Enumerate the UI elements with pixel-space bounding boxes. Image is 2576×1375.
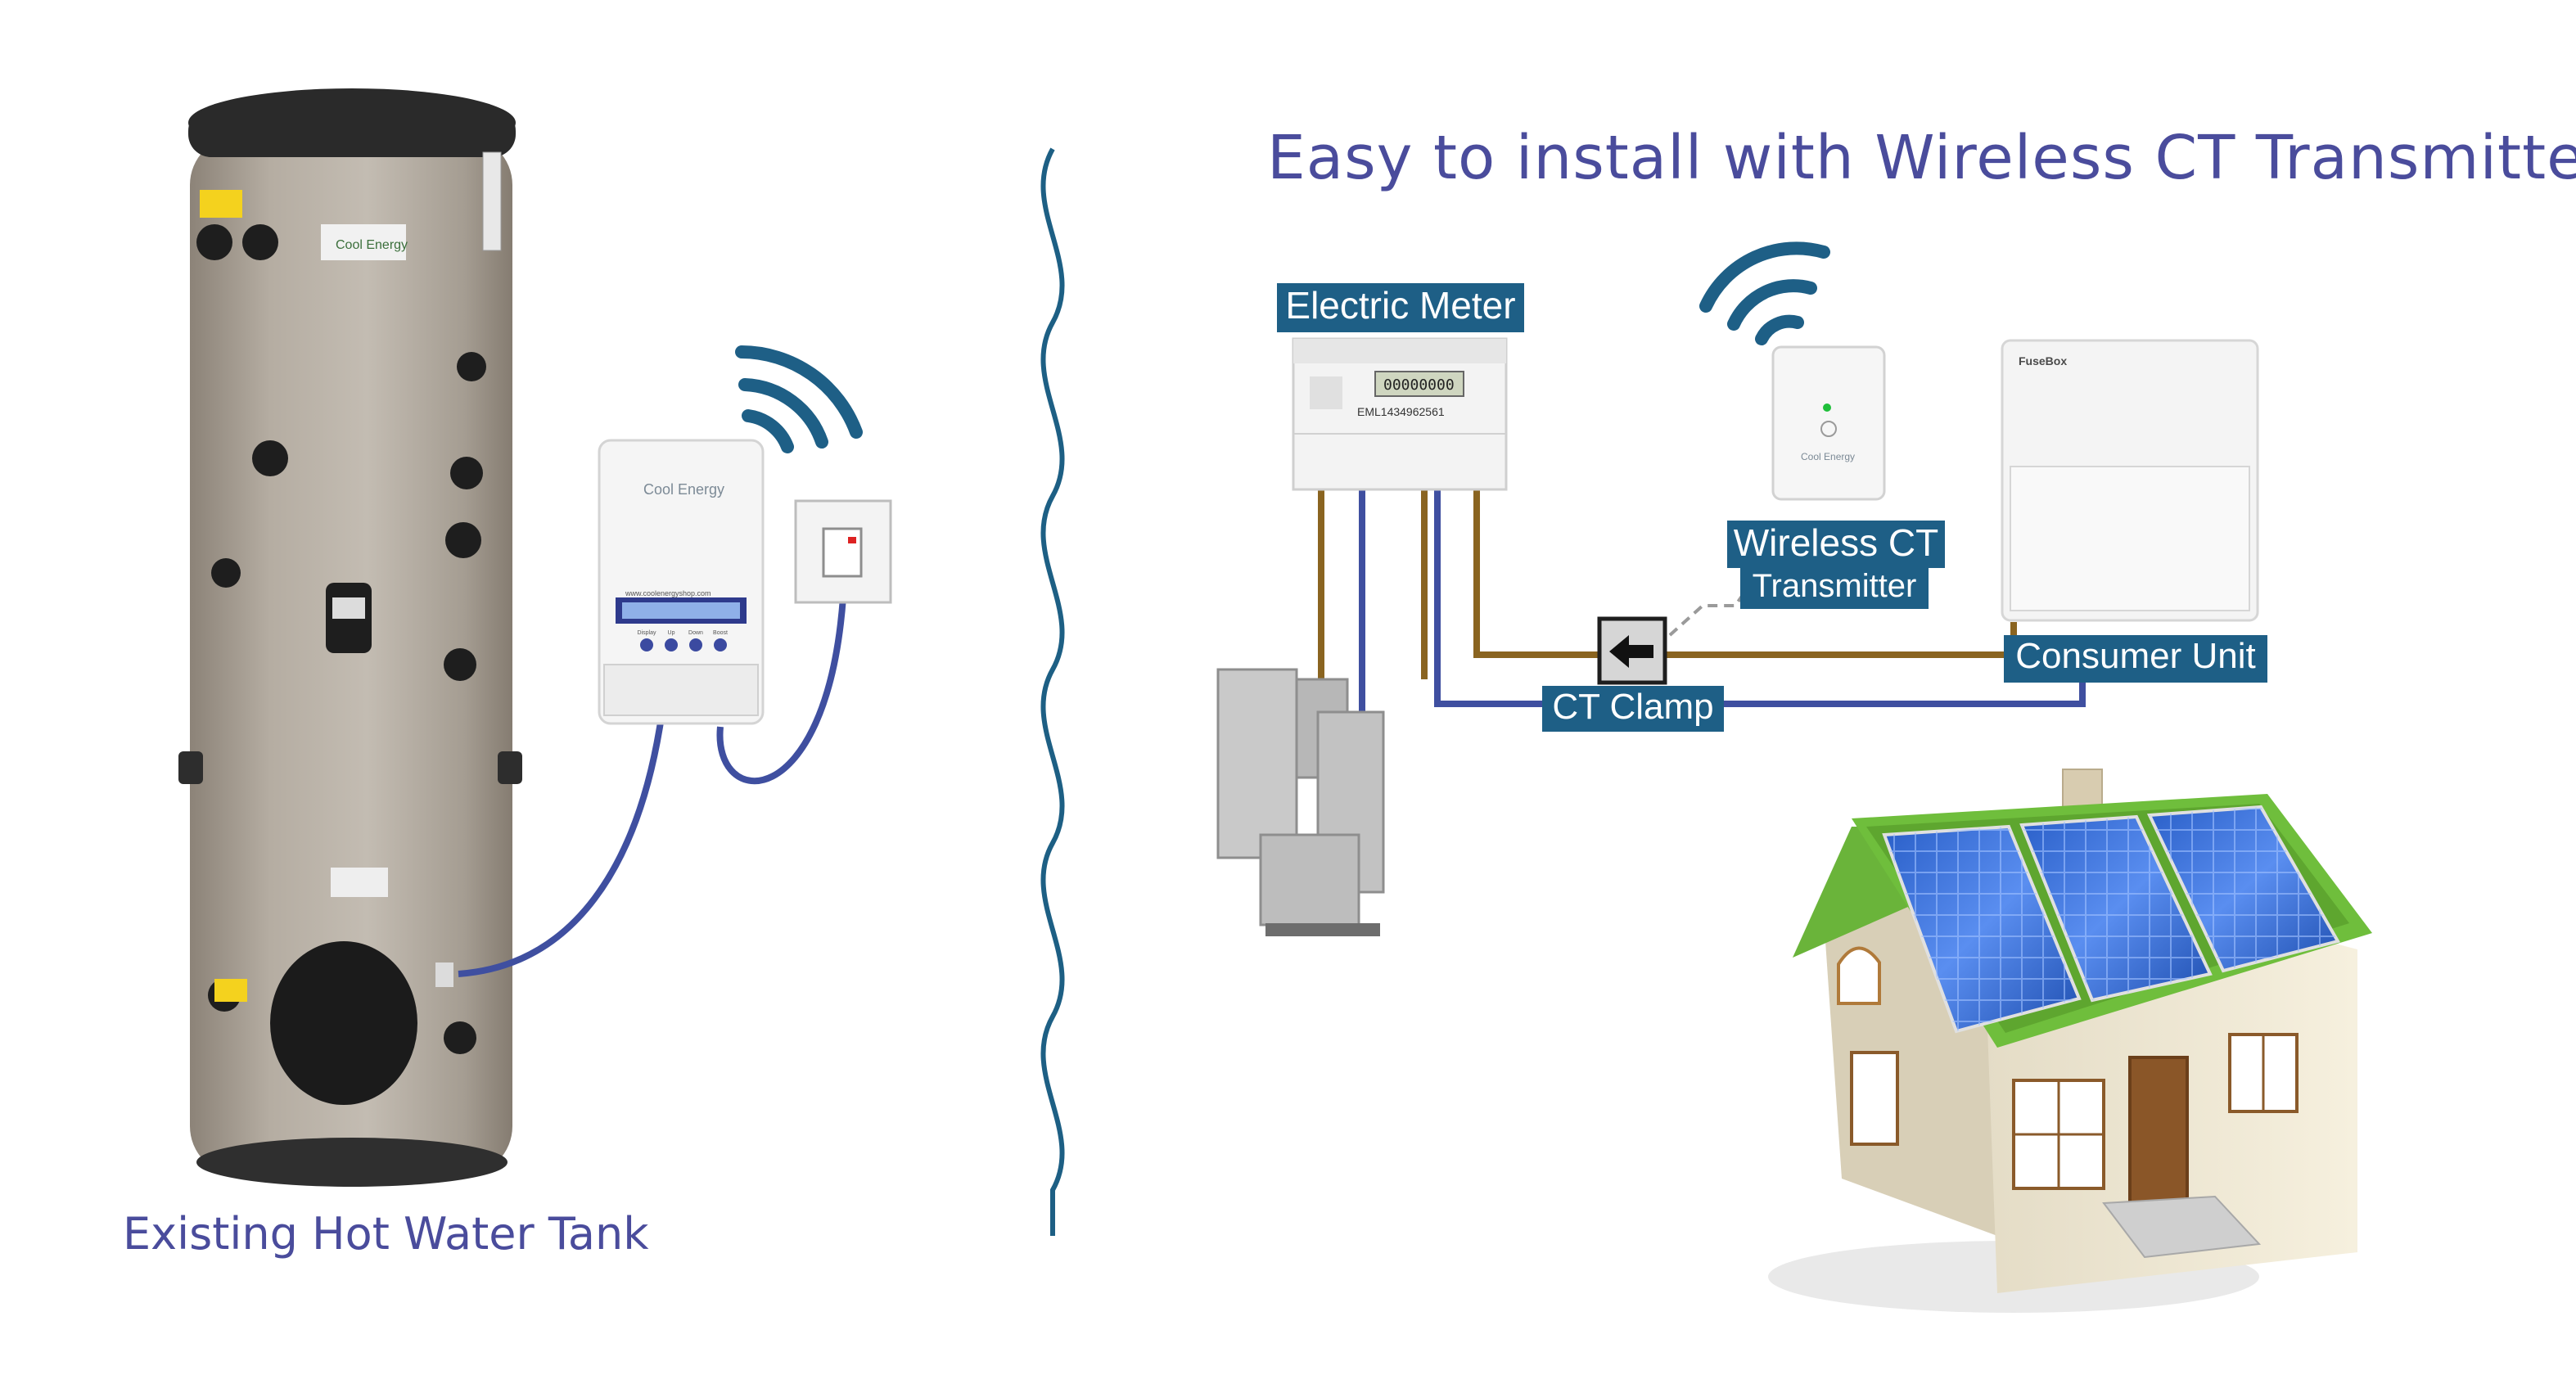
wifi-signal-icon bbox=[735, 345, 863, 453]
ct-clamp bbox=[1597, 616, 1667, 685]
wireless-ct-transmitter: Cool Energy bbox=[1771, 345, 1886, 501]
label-transmitter: Transmitter bbox=[1740, 566, 1929, 609]
controller-button-boost: Boost bbox=[713, 630, 728, 636]
fusebox-brand-text: FuseBox bbox=[2019, 354, 2067, 367]
meter-serial-text: EML1434962561 bbox=[1357, 405, 1445, 418]
transmitter-brand-text: Cool Energy bbox=[1801, 451, 1855, 462]
wiring bbox=[1318, 486, 2086, 712]
tank-brand-text: Cool Energy bbox=[336, 238, 408, 252]
controller-url-text: www.coolenergyshop.com bbox=[625, 589, 711, 597]
hot-water-tank: Cool Energy bbox=[178, 88, 522, 1187]
controller-cable-to-switch bbox=[716, 597, 846, 785]
house-with-solar-panels bbox=[1768, 769, 2372, 1313]
controller-cable-to-tank bbox=[458, 716, 665, 977]
label-electric-meter: Electric Meter bbox=[1277, 283, 1524, 332]
divider-wavy-line bbox=[1040, 147, 1065, 1236]
tank-caption: Existing Hot Water Tank bbox=[123, 1208, 649, 1260]
meter-reading-text: 00000000 bbox=[1383, 376, 1455, 394]
meter-isolator bbox=[1216, 668, 1385, 936]
label-consumer-unit: Consumer Unit bbox=[2004, 635, 2267, 683]
page-title: Easy to install with Wireless CT Transmi… bbox=[1267, 123, 2576, 193]
immersion-controller: Cool Energy www.coolenergyshop.com Displ… bbox=[598, 439, 765, 725]
electric-meter: 00000000 EML1434962561 bbox=[1292, 337, 1508, 491]
wifi-signal-icon bbox=[1699, 241, 1830, 345]
label-ct-clamp: CT Clamp bbox=[1542, 686, 1724, 732]
wall-switch bbox=[794, 499, 892, 604]
controller-button-display: Display bbox=[638, 630, 656, 636]
consumer-unit: FuseBox bbox=[2001, 339, 2259, 622]
controller-button-down: Down bbox=[688, 630, 703, 636]
arrow-left-icon bbox=[1609, 635, 1653, 668]
controller-brand-text: Cool Energy bbox=[643, 481, 724, 498]
label-wireless-ct: Wireless CT bbox=[1727, 521, 1945, 568]
controller-button-up: Up bbox=[668, 630, 675, 636]
